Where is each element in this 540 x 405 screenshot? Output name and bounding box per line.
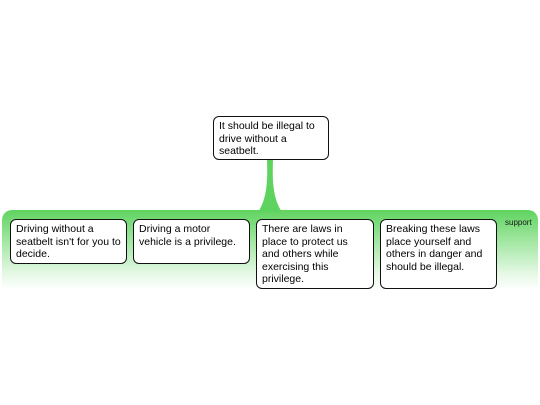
connector-stem <box>258 160 282 212</box>
reason-node-1[interactable]: Driving without a seatbelt isn't for you… <box>10 219 127 264</box>
reason-node-4[interactable]: Breaking these laws place yourself and o… <box>380 219 497 289</box>
reason-node-3[interactable]: There are laws in place to protect us an… <box>256 219 374 289</box>
reason-node-2[interactable]: Driving a motor vehicle is a privilege. <box>133 219 250 264</box>
support-label: support <box>505 218 532 227</box>
claim-node[interactable]: It should be illegal to drive without a … <box>213 116 329 160</box>
